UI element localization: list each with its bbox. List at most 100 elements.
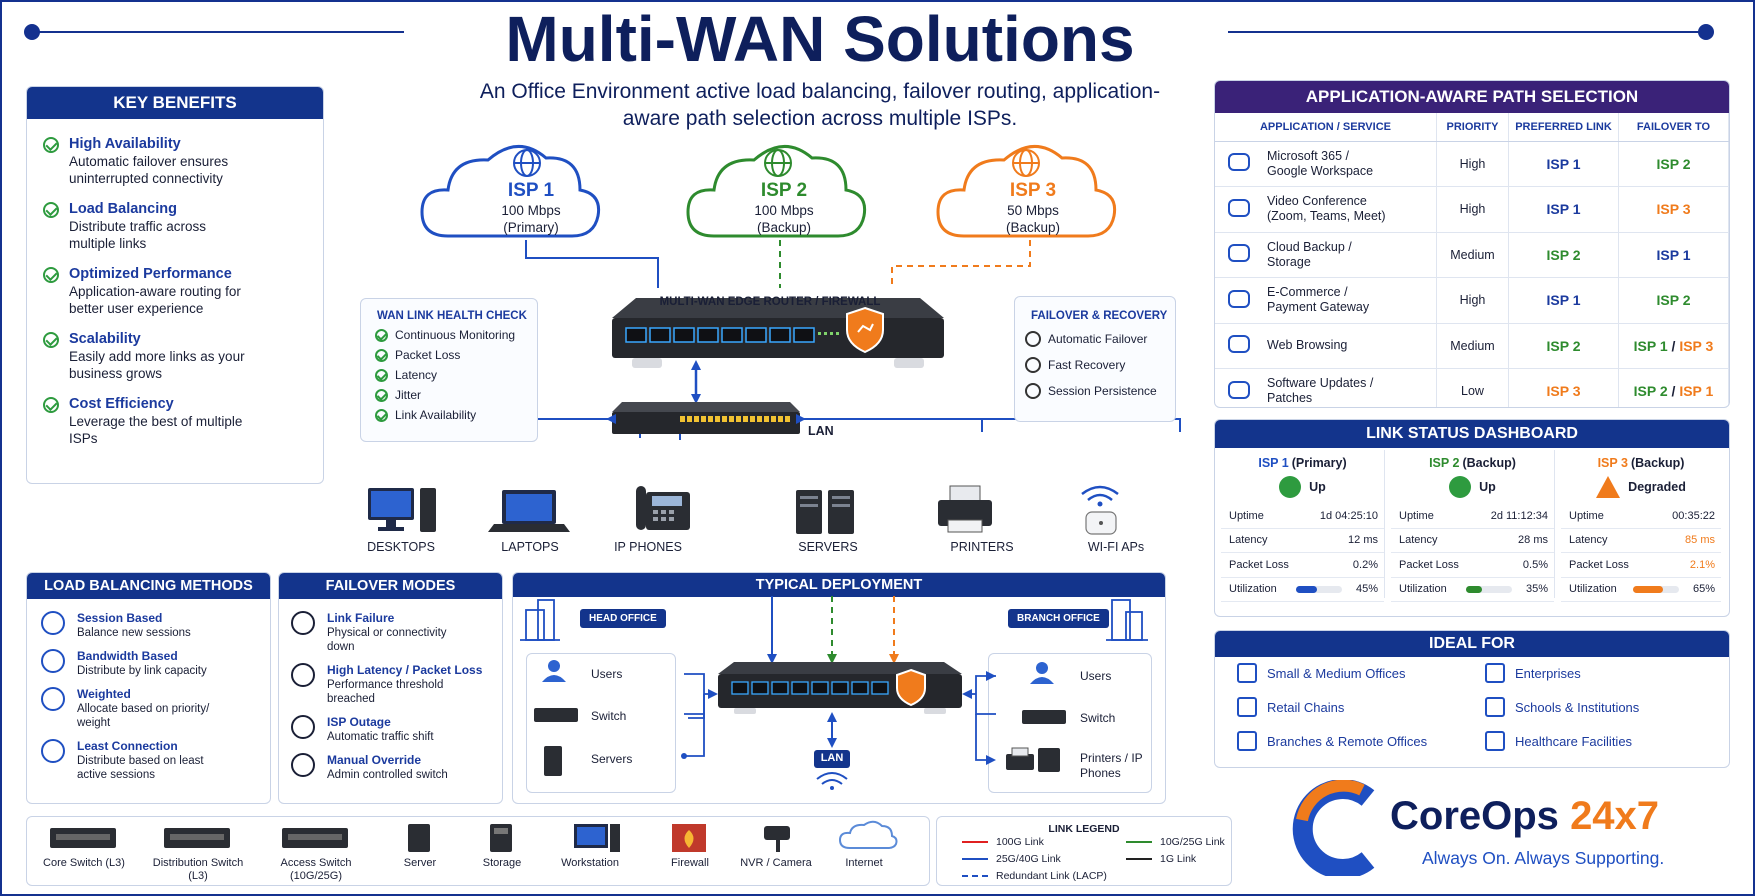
ideal-item: Small & Medium Offices: [1237, 663, 1405, 683]
branch-office-item: Users: [1080, 669, 1112, 683]
device-label: LAPTOPS: [501, 540, 559, 554]
failover-mode-desc: Automatic traffic shift: [327, 731, 434, 743]
benefit-title: Optimized Performance: [69, 266, 232, 282]
branch-users-icon: [1030, 662, 1054, 684]
health-check-title: WAN LINK HEALTH CHECK: [377, 310, 527, 322]
app-name-line1: Cloud Backup /: [1267, 239, 1352, 254]
benefit-title: Scalability: [69, 331, 141, 347]
ideal-item-label: Healthcare Facilities: [1515, 733, 1633, 749]
health-item-label: Latency: [395, 368, 438, 382]
link-metric-label: Utilization: [1569, 583, 1617, 596]
router-ports: [625, 327, 839, 343]
legend-label: 25G/40G Link: [996, 853, 1061, 865]
legend-line: [962, 875, 988, 877]
app-preferred: ISP 2: [1508, 323, 1619, 369]
lb-methods-title: LOAD BALANCING METHODS: [27, 573, 270, 599]
lb-method-desc: Balance new sessions: [77, 627, 191, 639]
weighted-icon: [41, 687, 65, 711]
check-icon: [43, 202, 59, 218]
link-metric-value: 35%: [1525, 583, 1548, 596]
app-aware-panel: APPLICATION-AWARE PATH SELECTION APPLICA…: [1214, 80, 1730, 408]
app-name: Web Browsing: [1263, 323, 1437, 369]
deployment-shield-icon: [896, 668, 926, 707]
branch-office-item: Printers / IP Phones: [1080, 751, 1143, 780]
head-office-item: Switch: [591, 709, 627, 723]
app-name: Cloud Backup /Storage: [1263, 232, 1437, 278]
app-failover: ISP 1 / ISP 3: [1618, 323, 1729, 369]
benefit-desc: Leverage the best of multiple ISPs: [69, 414, 243, 446]
device-legend-label: Firewall: [671, 857, 709, 869]
link-metric-row: Latency 85 ms: [1561, 529, 1721, 553]
link-status-title: LINK STATUS DASHBOARD: [1215, 420, 1729, 448]
deployment-wifi-icon: [816, 772, 848, 790]
branch-office-badge: BRANCH OFFICE: [1008, 609, 1109, 628]
failover-mode-desc: Admin controlled switch: [327, 769, 448, 781]
brand-name: CoreOps 24x7: [1390, 794, 1659, 839]
switch-icon: [534, 708, 578, 722]
wifi-ap-icon: [1081, 485, 1119, 535]
link-metric-value: 85 ms: [1685, 534, 1715, 547]
core-switch-icon: [50, 828, 116, 848]
recovery-item-label: Fast Recovery: [1048, 358, 1126, 372]
device-label: PRINTERS: [950, 540, 1014, 554]
link-status-row: Up: [1391, 476, 1554, 498]
health-item-label: Packet Loss: [395, 348, 461, 362]
isp-role: (Backup): [1005, 220, 1061, 235]
failover-mode-title: ISP Outage: [327, 715, 391, 729]
cart-icon: [1215, 277, 1263, 324]
isp-name: ISP 2: [760, 180, 808, 201]
school-icon: [1485, 697, 1505, 717]
app-preferred: ISP 2: [1508, 232, 1619, 278]
link-metric-label: Latency: [1569, 534, 1608, 547]
lb-method-desc: Distribute based on least active session…: [77, 755, 204, 781]
app-failover-primary: ISP 2: [1633, 383, 1668, 400]
recovery-item: Session Persistence: [1025, 383, 1175, 399]
benefit-desc: Easily add more links as your business g…: [69, 349, 245, 381]
link-status-heading: ISP 1(Primary): [1221, 456, 1384, 470]
failover-mode-title: Link Failure: [327, 611, 395, 625]
isp1-globe-icon: [513, 149, 541, 177]
header-right-rule: [1228, 31, 1704, 33]
user-session-icon: [41, 611, 65, 635]
link-metric-value: 28 ms: [1518, 534, 1548, 547]
link-name: ISP 3: [1597, 456, 1628, 470]
legend-label: 100G Link: [996, 836, 1044, 848]
benefit-desc: Application-aware routing for better use…: [69, 284, 241, 316]
app-name: E-Commerce /Payment Gateway: [1263, 277, 1437, 324]
benefit-title: Load Balancing: [69, 201, 177, 217]
health-item: Packet Loss: [375, 348, 537, 362]
legend-line: [1126, 841, 1152, 843]
device-legend-label: Access Switch (10G/25G): [280, 857, 352, 882]
ideal-item: Enterprises: [1485, 663, 1581, 683]
location-pin-icon: [1237, 731, 1257, 751]
ideal-item: Branches & Remote Offices: [1237, 731, 1427, 751]
app-name-line2: Google Workspace: [1267, 163, 1374, 178]
storage-icon: [490, 824, 512, 852]
utilization-fill: [1295, 585, 1317, 593]
link-metric-label: Latency: [1229, 534, 1268, 547]
isp2-cloud-icon: [686, 145, 867, 238]
link-status-text: Up: [1479, 480, 1496, 494]
retail-store-icon: [1237, 697, 1257, 717]
link-name: ISP 1: [1258, 456, 1289, 470]
head-office-item: Servers: [591, 752, 633, 766]
